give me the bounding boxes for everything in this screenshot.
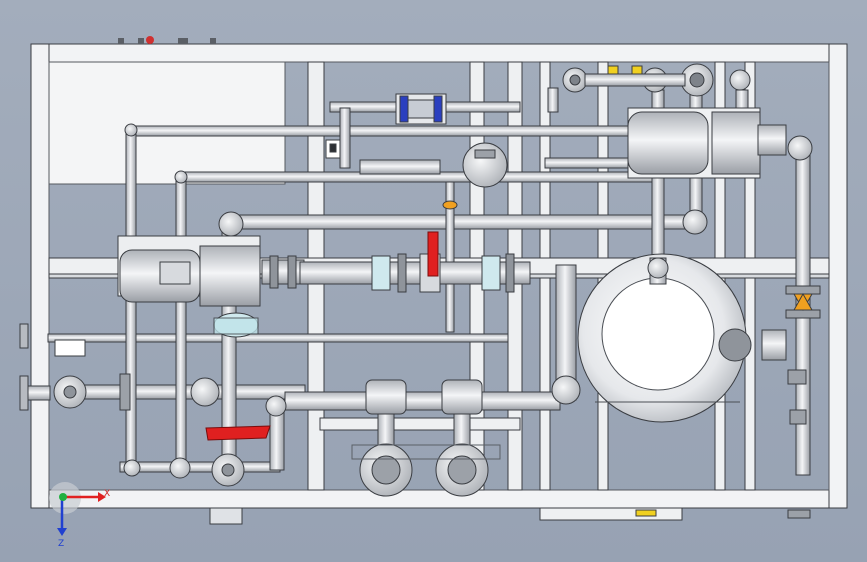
pump-motor [117,235,305,338]
left-nozzles [19,323,51,411]
valve-cluster [547,63,751,113]
heat-exchanger [627,107,787,179]
y-axis-dot [59,493,67,501]
control-panel [48,61,286,185]
heater-element-lower [205,425,271,441]
top-edge-fittings [118,36,216,44]
x-axis-arrowhead [98,492,106,502]
bottom-fittings [209,507,683,525]
z-axis-label: Z [58,539,64,549]
x-axis-label: X [104,489,110,499]
heater-element-vertical [427,231,439,277]
z-axis-arrowhead [57,528,67,536]
flow-meter [395,93,447,125]
top-manifold [325,139,508,210]
main-tank [577,253,752,423]
left-flange-assembly [53,339,245,487]
coordinate-triad: X Z [49,482,110,549]
side-valve [761,285,821,519]
lower-pumps [351,379,501,497]
